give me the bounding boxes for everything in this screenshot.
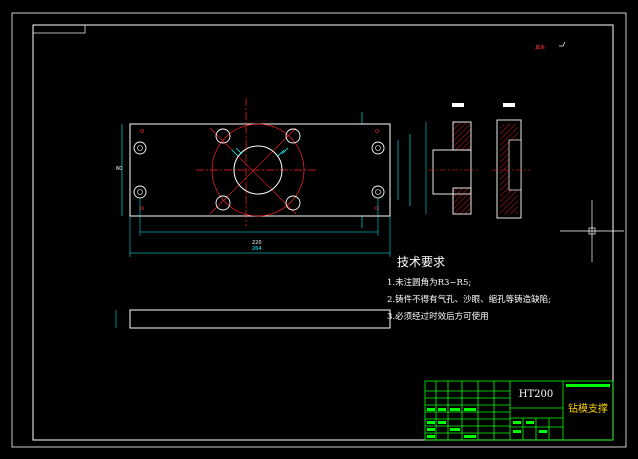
bolt-circle xyxy=(211,123,305,217)
section-a-flange xyxy=(452,121,472,151)
pin-hole-1 xyxy=(140,129,144,133)
section-a-body xyxy=(432,149,472,195)
dim-label-height: 60 xyxy=(116,166,123,172)
mount-hole-br-inner xyxy=(375,189,381,195)
pin-hole-3 xyxy=(140,206,144,210)
mount-hole-bl xyxy=(133,185,147,199)
side-section-view-b xyxy=(492,119,530,219)
title-block-fills xyxy=(427,384,610,438)
material-label: HT200 xyxy=(518,389,554,400)
tech-req-item-3: 3.必须经过时效后方可使用 xyxy=(387,312,489,322)
diagonal-centerline-2 xyxy=(209,127,297,215)
plate-thickness-view xyxy=(129,309,391,329)
section-a-foot xyxy=(452,187,472,215)
mount-hole-bl-inner xyxy=(137,189,143,195)
section-b-bore xyxy=(508,139,522,191)
hatch-marks xyxy=(231,147,289,157)
crosshair-cursor xyxy=(560,200,624,262)
part-name-label: 钻模支撑 xyxy=(568,404,608,415)
central-bore xyxy=(233,145,283,195)
bolt-hole-bl xyxy=(215,195,231,211)
side-section-view-a xyxy=(425,121,478,215)
section-label-a xyxy=(452,103,464,107)
roughness-symbol xyxy=(559,41,566,47)
front-view xyxy=(121,98,411,257)
pin-hole-2 xyxy=(375,129,379,133)
mount-hole-tr xyxy=(371,141,385,155)
bolt-hole-br xyxy=(285,195,301,211)
tech-req-title: 技术要求 xyxy=(397,255,446,269)
tech-req-item-2: 2.铸件不得有气孔、沙眼、缩孔等铸造缺陷; xyxy=(387,295,551,305)
mount-hole-br xyxy=(371,185,385,199)
outer-border xyxy=(11,12,627,448)
pin-hole-4 xyxy=(375,206,379,210)
mount-hole-tl xyxy=(133,141,147,155)
corner-box xyxy=(32,24,86,34)
dim-label-overall-width: 264 xyxy=(252,246,262,252)
roughness-note: 其余 xyxy=(535,45,546,51)
section-label-b xyxy=(503,103,515,107)
dim-label-inner-width: 220 xyxy=(252,240,262,246)
bolt-hole-tl xyxy=(215,128,231,144)
mount-hole-tl-inner xyxy=(137,145,143,151)
title-block xyxy=(424,380,614,441)
bolt-hole-tr xyxy=(285,128,301,144)
inner-border xyxy=(32,24,614,441)
tech-req-item-1: 1.未注圆角为R3~R5; xyxy=(387,278,472,288)
mount-hole-tr-inner xyxy=(375,145,381,151)
